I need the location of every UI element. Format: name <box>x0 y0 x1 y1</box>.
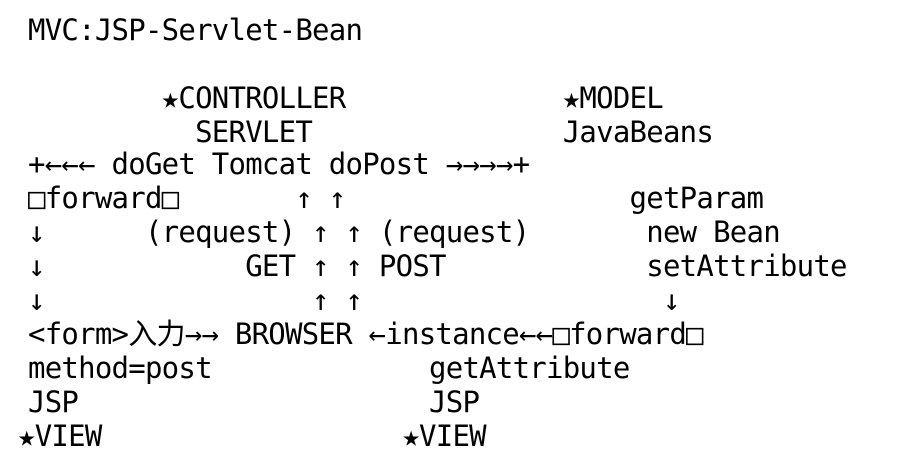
diagram-title: MVC:JSP-Servlet-Bean <box>28 13 363 47</box>
row-request-newbean: ↓ (request) ↑ ↑ (request) new Bean <box>28 215 781 249</box>
row-doget-tomcat-dopost: +←←← doGet Tomcat doPost →→→→+ <box>28 147 530 181</box>
row-servlet-javabeans: SERVLET JavaBeans <box>28 115 714 149</box>
row-get-post-setattribute: ↓ GET ↑ ↑ POST setAttribute <box>28 249 848 283</box>
row-forward-getparam: □forward□ ↑ ↑ getParam <box>28 181 764 215</box>
row-jsp-jsp: JSP JSP <box>28 385 480 419</box>
row-form-browser-instance: <form>入力→→ BROWSER ←instance←←□forward□ <box>28 317 704 351</box>
row-arrows: ↓ ↑ ↑ ↓ <box>28 283 680 317</box>
row-method-getattribute: method=post getAttribute <box>28 351 630 385</box>
row-controller-model-heading: ★CONTROLLER ★MODEL <box>28 81 664 115</box>
row-view-view: ★VIEW ★VIEW <box>18 419 487 453</box>
